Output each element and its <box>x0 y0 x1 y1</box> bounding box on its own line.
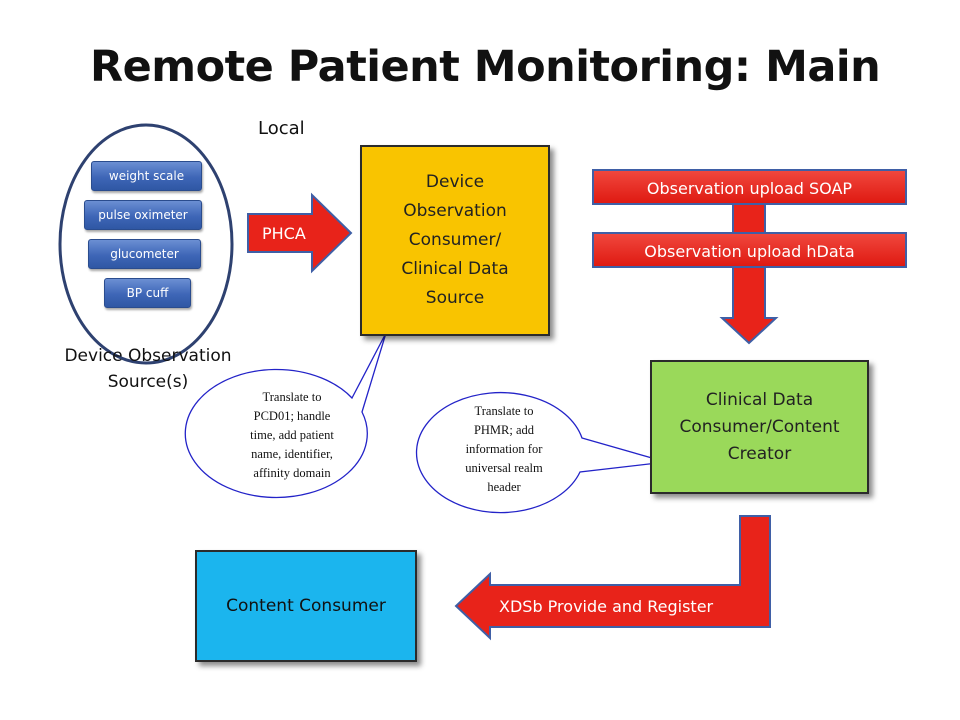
device-source-label: Device Observation Source(s) <box>40 343 256 395</box>
device-glucometer: glucometer <box>88 239 201 269</box>
content-consumer-box: Content Consumer <box>195 550 417 662</box>
device-consumer-line: Observation <box>403 201 507 221</box>
clinical-creator-line: Clinical Data <box>705 389 814 410</box>
page-title: Remote Patient Monitoring: Main <box>90 42 881 92</box>
device-consumer-line: Clinical Data <box>401 259 509 279</box>
phca-label: PHCA <box>262 224 306 243</box>
device-pulse-oximeter: pulse oximeter <box>84 200 202 230</box>
callout1-text: Translate to PCD01; handle time, add pat… <box>222 388 362 483</box>
callout1-line: PCD01; handle <box>253 409 331 423</box>
callout1-line: time, add patient <box>250 428 334 442</box>
callout2-line: information for <box>465 442 543 456</box>
callout1-line: name, identifier, <box>251 447 333 461</box>
callout2-line: Translate to <box>474 404 534 418</box>
device-consumer-line: Device <box>425 172 485 192</box>
xds-arrow <box>454 515 771 641</box>
callout2-line: PHMR; add <box>473 423 535 437</box>
clinical-data-consumer-box: Clinical Data Consumer/Content Creator <box>650 360 869 494</box>
callout2-bubble <box>415 391 667 514</box>
device-consumer-line: Consumer/ <box>408 230 502 250</box>
observation-upload-soap-bar: Observation upload SOAP <box>592 169 907 205</box>
device-source-label-line1: Device Observation <box>64 346 232 366</box>
callout1-line: Translate to <box>262 390 322 404</box>
device-weight-scale: weight scale <box>91 161 202 191</box>
observation-down-arrow <box>719 203 779 345</box>
local-label: Local <box>258 118 305 139</box>
callout1-line: affinity domain <box>253 466 331 480</box>
device-source-label-line2: Source(s) <box>107 372 189 392</box>
callout2-line: header <box>487 480 521 494</box>
clinical-creator-line: Creator <box>727 443 792 464</box>
callout1-bubble <box>184 332 387 499</box>
clinical-creator-line: Consumer/Content <box>679 416 840 437</box>
device-consumer-line: Source <box>425 288 485 308</box>
callout2-line: universal realm <box>465 461 543 475</box>
device-observation-consumer-box: Device Observation Consumer/ Clinical Da… <box>360 145 550 336</box>
xds-label: XDSb Provide and Register <box>499 597 714 616</box>
device-bp-cuff: BP cuff <box>104 278 191 308</box>
callout2-text: Translate to PHMR; add information for u… <box>434 402 574 497</box>
content-consumer-label: Content Consumer <box>226 596 386 616</box>
observation-upload-hdata-bar: Observation upload hData <box>592 232 907 268</box>
phca-arrow <box>247 192 353 274</box>
